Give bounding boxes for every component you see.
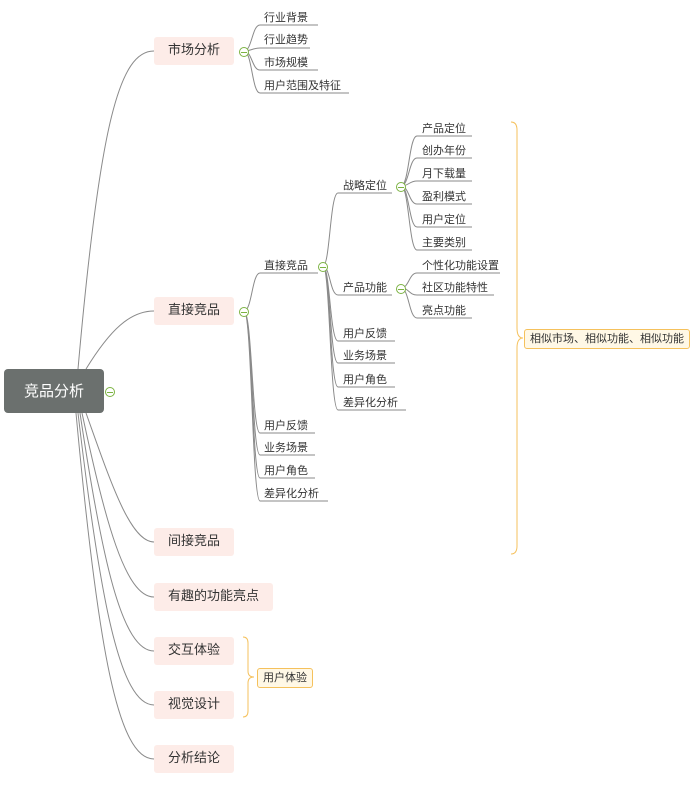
collapse-toggle-icon[interactable] <box>239 47 249 57</box>
leaf-node[interactable]: 业务场景 <box>264 441 308 454</box>
leaf-node[interactable]: 用户范围及特征 <box>264 79 341 92</box>
topic-indirect[interactable]: 间接竞品 <box>154 528 235 556</box>
topic-conclusion[interactable]: 分析结论 <box>154 745 235 773</box>
leaf-node[interactable]: 业务场景 <box>343 349 387 362</box>
collapse-toggle-icon[interactable] <box>239 307 249 317</box>
leaf-node[interactable]: 主要类别 <box>422 236 466 249</box>
leaf-node[interactable]: 盈利模式 <box>422 190 466 203</box>
leaf-node[interactable]: 产品定位 <box>422 122 466 135</box>
collapse-toggle-icon[interactable] <box>396 182 406 192</box>
leaf-node[interactable]: 亮点功能 <box>422 304 466 317</box>
collapse-toggle-icon[interactable] <box>396 284 406 294</box>
leaf-node[interactable]: 差异化分析 <box>264 487 319 500</box>
leaf-node[interactable]: 月下载量 <box>422 167 466 180</box>
summary-note-ux[interactable]: 用户体验 <box>257 668 313 688</box>
leaf-node[interactable]: 用户角色 <box>264 464 308 477</box>
leaf-node[interactable]: 市场规模 <box>264 56 308 69</box>
topic-visual[interactable]: 视觉设计 <box>154 691 235 719</box>
subtopic-strategy[interactable]: 战略定位 <box>343 179 387 192</box>
leaf-node[interactable]: 行业趋势 <box>264 33 308 46</box>
collapse-toggle-icon[interactable] <box>105 387 115 397</box>
leaf-node[interactable]: 行业背景 <box>264 11 308 24</box>
leaf-node[interactable]: 用户反馈 <box>343 327 387 340</box>
collapse-toggle-icon[interactable] <box>318 262 328 272</box>
summary-note-similar[interactable]: 相似市场、相似功能、相似功能 <box>524 329 690 349</box>
leaf-node[interactable]: 个性化功能设置 <box>422 259 499 272</box>
topic-market[interactable]: 市场分析 <box>154 37 235 65</box>
topic-interaction[interactable]: 交互体验 <box>154 637 235 665</box>
subtopic-features[interactable]: 产品功能 <box>343 281 387 294</box>
leaf-node[interactable]: 用户角色 <box>343 373 387 386</box>
leaf-node[interactable]: 社区功能特性 <box>422 281 488 294</box>
leaf-node[interactable]: 创办年份 <box>422 144 466 157</box>
root-topic[interactable]: 竞品分析 <box>4 369 104 413</box>
subtopic-direct[interactable]: 直接竞品 <box>264 259 308 272</box>
leaf-node[interactable]: 用户反馈 <box>264 419 308 432</box>
topic-direct[interactable]: 直接竞品 <box>154 297 235 325</box>
topic-highlights[interactable]: 有趣的功能亮点 <box>154 583 274 611</box>
leaf-node[interactable]: 差异化分析 <box>343 396 398 409</box>
leaf-node[interactable]: 用户定位 <box>422 213 466 226</box>
